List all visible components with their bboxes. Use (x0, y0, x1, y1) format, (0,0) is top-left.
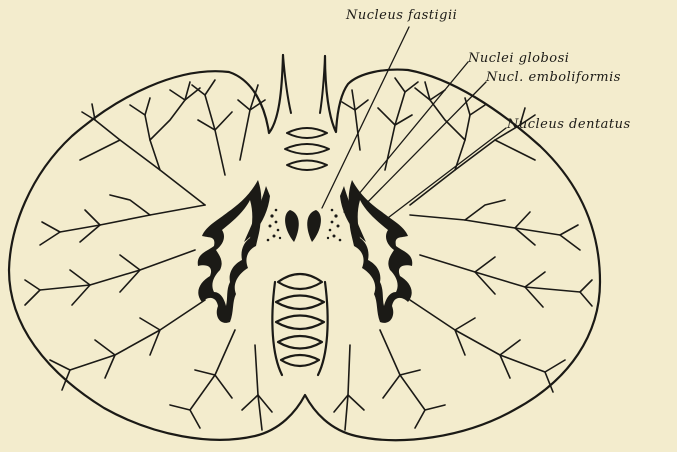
lower-vermis-column (272, 274, 327, 375)
label-nucleus-dentatus: Nucleus dentatus (507, 117, 631, 132)
label-nucleus-fastigii: Nucleus fastigii (346, 8, 457, 23)
midline-fissure-left (283, 55, 291, 113)
leader-globosi (344, 62, 468, 212)
nuclei-globosi-right (327, 209, 342, 242)
label-nuclei-globosi: Nuclei globosi (468, 51, 569, 66)
leader-emboliformis (356, 82, 486, 214)
leader-dentatus (380, 128, 506, 224)
label-nucl-emboliformis: Nucl. emboliformis (486, 70, 621, 85)
nucleus-fastigii-left (285, 210, 299, 242)
upper-vermis-lamellae (285, 128, 329, 170)
midline-fissure-right (320, 56, 325, 113)
leader-fastigii (322, 27, 409, 208)
nuclei-globosi-left (267, 209, 281, 242)
cerebellum-outline (9, 55, 600, 440)
nucleus-fastigii-right (307, 210, 321, 242)
